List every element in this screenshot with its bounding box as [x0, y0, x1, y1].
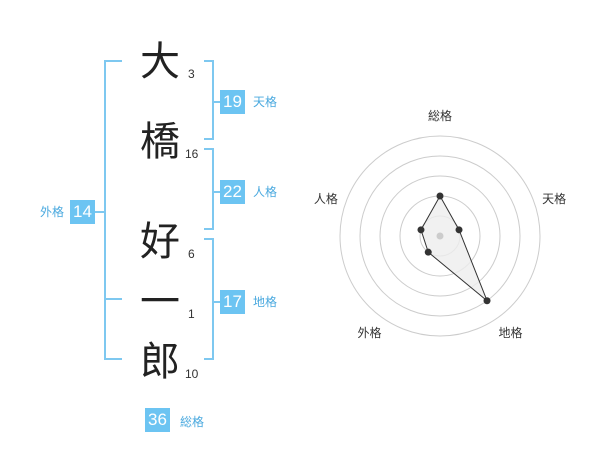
radar-point: [417, 226, 425, 234]
jinkaku-value: 22: [220, 180, 245, 204]
radar-ring: [379, 175, 501, 297]
radar-point: [436, 192, 444, 200]
stroke-count-3: 6: [188, 247, 195, 261]
gaikaku-bracket-top: [104, 60, 122, 62]
gaikaku-bracket-vertical: [104, 60, 106, 360]
stroke-count-5: 10: [185, 367, 199, 381]
radar-axis-label: 人格: [314, 191, 338, 206]
radar-axis-label: 地格: [499, 325, 523, 340]
radar-axis-label: 総格: [428, 108, 452, 123]
gaikaku-bracket-mid: [104, 298, 122, 300]
stroke-count-1: 3: [188, 67, 195, 81]
name-char-2: 橋: [140, 119, 180, 165]
tenkaku-bracket-vertical: [212, 60, 214, 140]
jinkaku-bracket-bottom: [204, 228, 214, 230]
jinkaku-bracket-tick: [214, 191, 220, 193]
gaikaku-bracket-tick: [94, 211, 104, 213]
tenkaku-bracket-bottom: [204, 138, 214, 140]
name-char-5: 郎: [140, 339, 180, 385]
name-char-1: 大: [140, 39, 180, 85]
tenkaku-bracket-tick: [214, 101, 220, 103]
stroke-count-2: 16: [185, 147, 199, 161]
soukaku-value: 36: [145, 408, 170, 432]
stroke-count-4: 1: [188, 307, 195, 321]
name-char-4: 一: [140, 279, 180, 325]
radar-point: [424, 248, 432, 256]
radar-axis-label: 天格: [542, 191, 566, 206]
chikaku-label: 地格: [253, 295, 278, 309]
jinkaku-bracket-top: [204, 148, 214, 150]
radar-center: [436, 232, 444, 240]
chikaku-bracket-tick: [214, 301, 220, 303]
jinkaku-bracket-vertical: [212, 148, 214, 230]
chikaku-value: 17: [220, 290, 245, 314]
tenkaku-value: 19: [220, 90, 245, 114]
gaikaku-label: 外格: [40, 205, 65, 219]
chikaku-bracket-top: [204, 238, 214, 240]
radar-point: [455, 226, 463, 234]
tenkaku-label: 天格: [253, 95, 278, 109]
radar-axis-label: 外格: [357, 325, 381, 340]
radar-ring: [339, 135, 541, 337]
gaikaku-bracket-bottom: [104, 358, 122, 360]
tenkaku-bracket-top: [204, 60, 214, 62]
jinkaku-label: 人格: [253, 185, 278, 199]
chikaku-bracket-bottom: [204, 358, 214, 360]
soukaku-label: 総格: [180, 415, 205, 429]
radar-point: [483, 297, 491, 305]
radar-ring: [359, 155, 521, 317]
name-char-3: 好: [140, 219, 180, 265]
radar-polygon: [420, 194, 488, 302]
chikaku-bracket-vertical: [212, 238, 214, 360]
gaikaku-value: 14: [70, 200, 95, 224]
